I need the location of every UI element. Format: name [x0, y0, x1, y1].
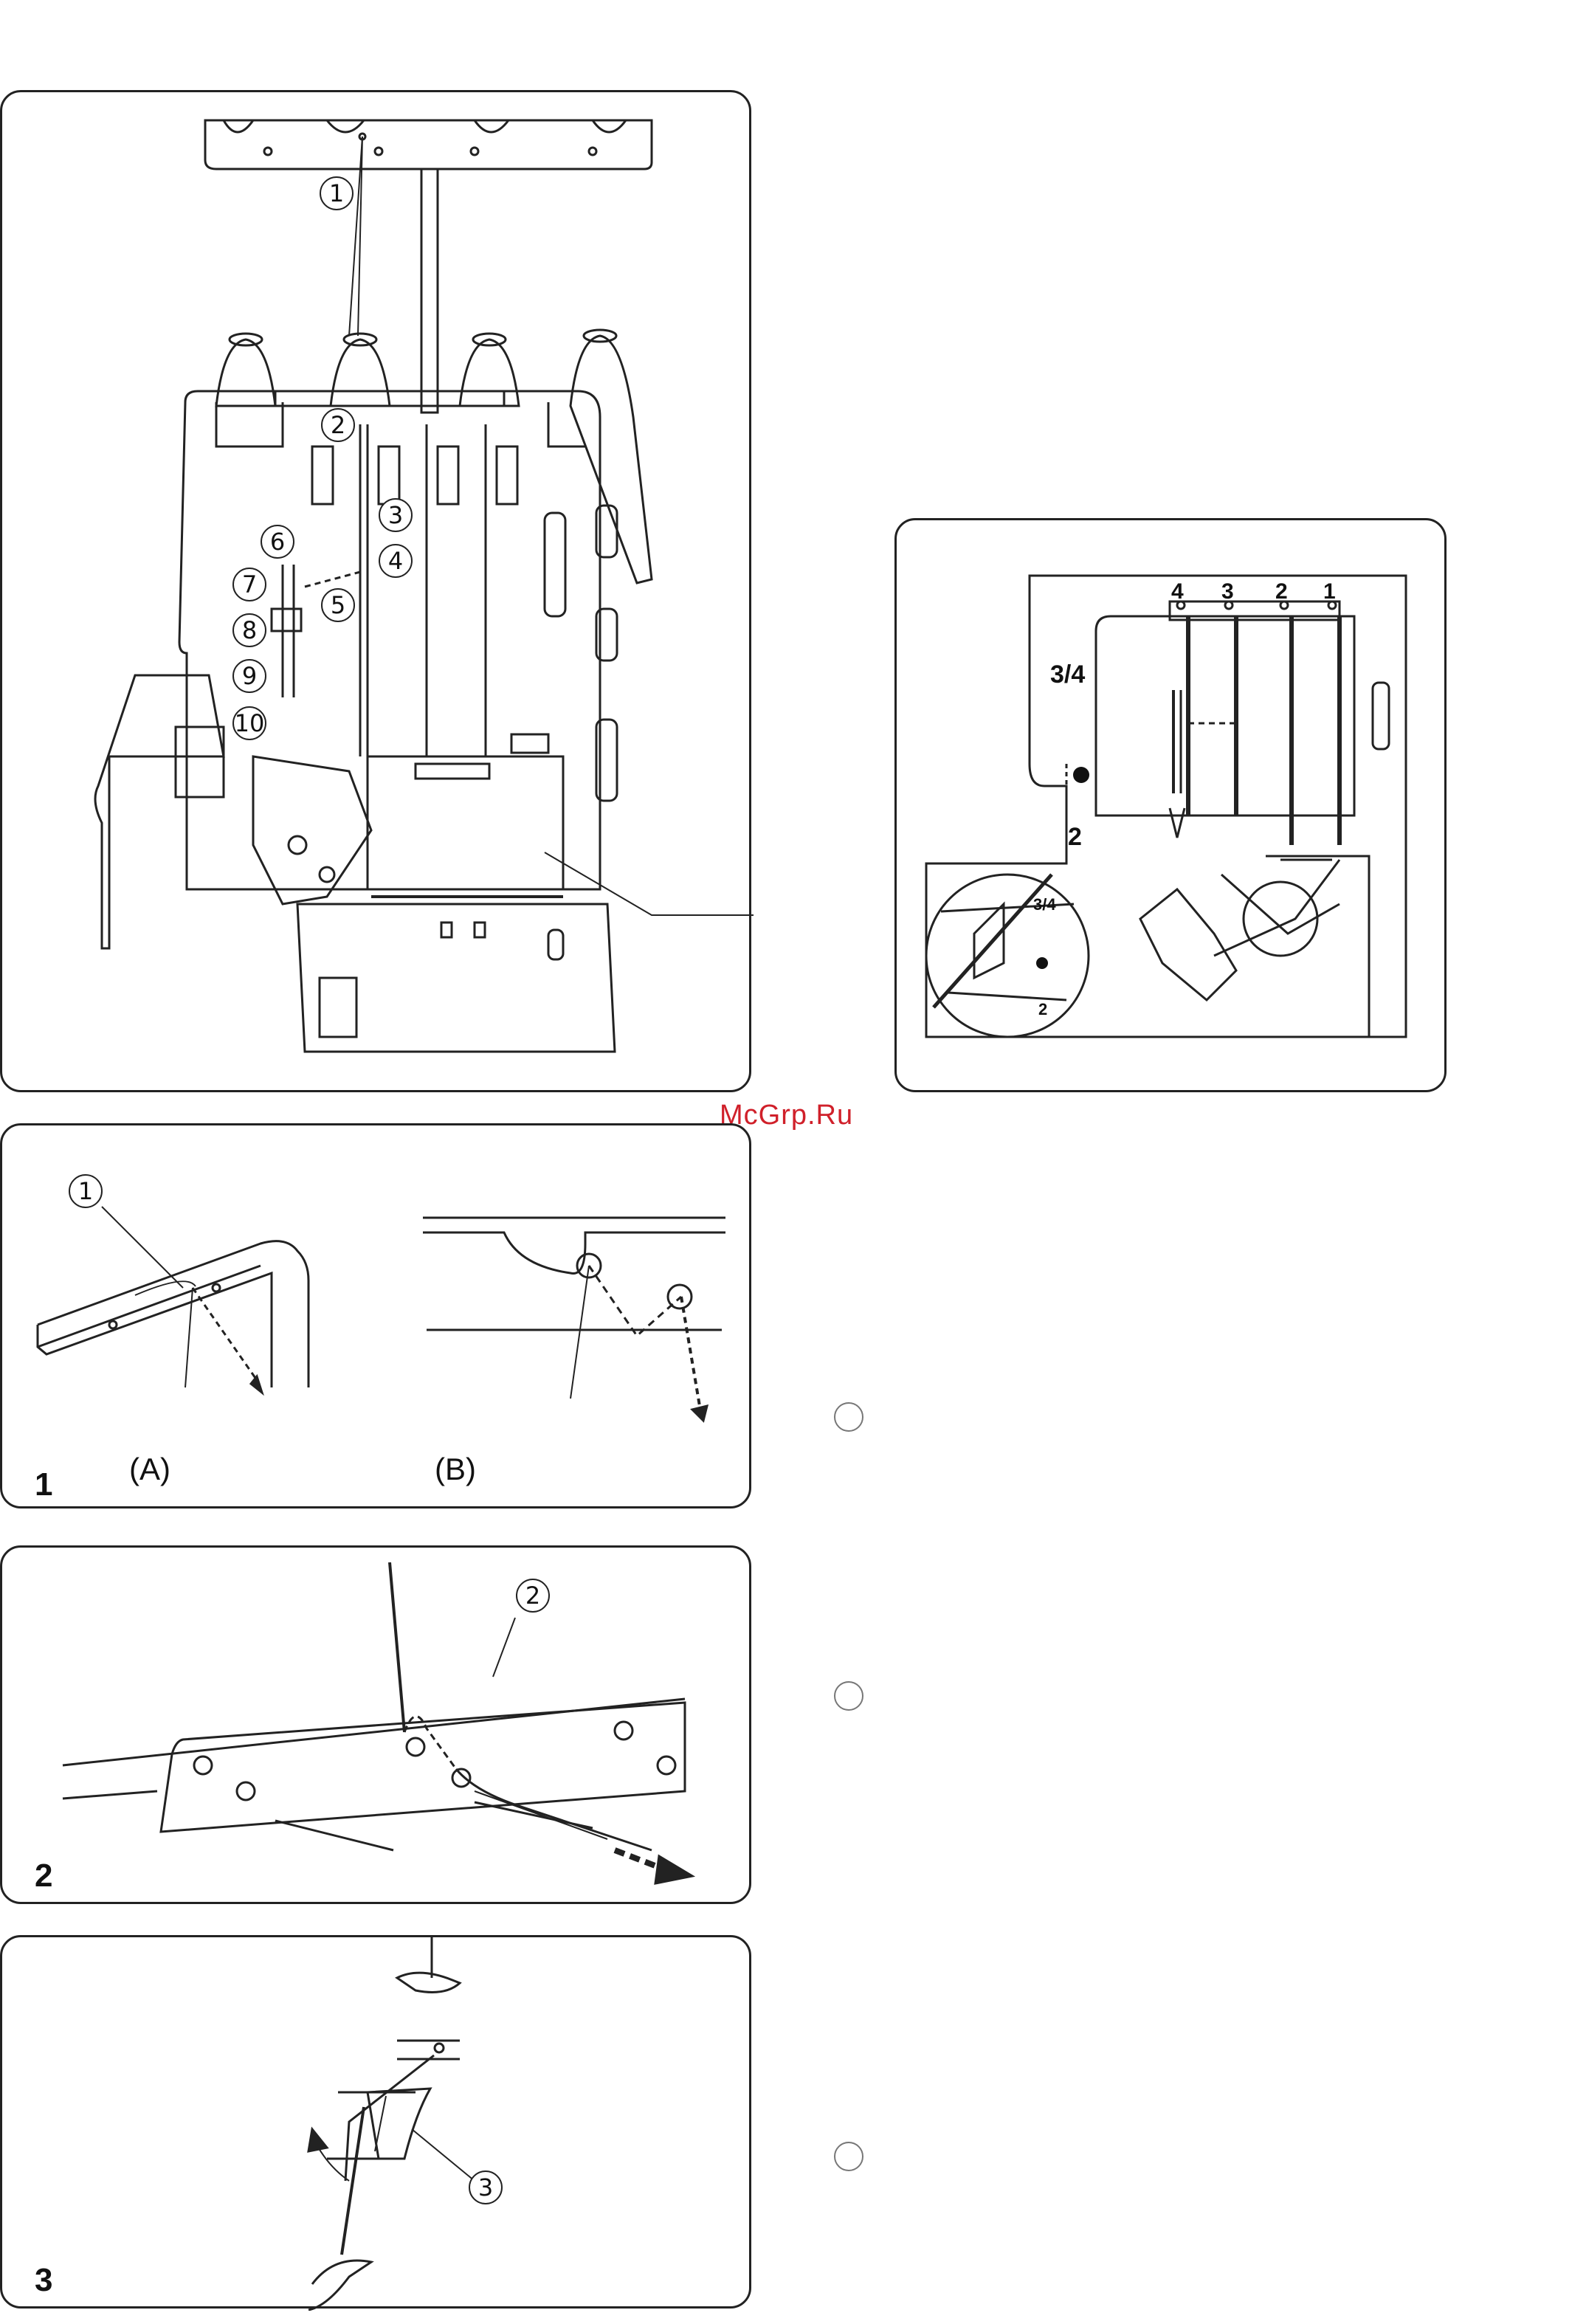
callout-6: 6: [261, 525, 294, 559]
main-threading-diagram-panel: 1 2 3 4 5 6 7 8 9 10: [0, 90, 751, 1092]
step-3-number: 3: [35, 2262, 52, 2299]
step-1-thread-guide-illustration: [2, 1125, 754, 1511]
step-2-number: 2: [35, 1858, 52, 1894]
step-3-tension-dial-illustration: [2, 1937, 754, 2311]
step-2-thread-guide-illustration: [2, 1548, 754, 1906]
callout-10: 10: [232, 706, 266, 740]
callout-7: 7: [232, 568, 266, 601]
looper-label-2: 2: [1068, 823, 1082, 852]
step-1-bullet-circle: [834, 1402, 863, 1432]
callout-4: 4: [379, 544, 413, 578]
step-3-bullet-circle: [834, 2142, 863, 2171]
step-1-label-a: (A): [129, 1452, 170, 1487]
detail-thread-guide-panel: 4 3 2 1 3/4 2 3/4 2: [894, 518, 1447, 1092]
step-1-label-b: (B): [435, 1452, 476, 1487]
callout-1: 1: [320, 176, 354, 210]
inset-label-2: 2: [1038, 1000, 1047, 1019]
inset-label-3-4: 3/4: [1033, 895, 1056, 914]
looper-label-3-4: 3/4: [1050, 661, 1085, 689]
step-1-number: 1: [35, 1466, 52, 1503]
callout-3: 3: [379, 498, 413, 532]
step-3-callout-3: 3: [469, 2170, 503, 2204]
thread-number-1: 1: [1323, 579, 1336, 604]
callout-2: 2: [321, 408, 355, 442]
thread-number-3: 3: [1221, 579, 1234, 604]
step-3-panel: 3 3: [0, 1935, 751, 2309]
thread-guide-detail-illustration: [897, 520, 1449, 1094]
callout-9: 9: [232, 659, 266, 693]
thread-number-4: 4: [1171, 579, 1184, 604]
callout-8: 8: [232, 613, 266, 647]
thread-number-2: 2: [1275, 579, 1288, 604]
step-1-callout-1: 1: [69, 1174, 103, 1208]
step-1-panel: 1 (A) (B) 1: [0, 1123, 751, 1508]
step-2-callout-2: 2: [516, 1579, 550, 1613]
overlock-machine-illustration: [2, 92, 754, 1094]
step-2-panel: 2 2: [0, 1545, 751, 1904]
step-2-bullet-circle: [834, 1681, 863, 1711]
callout-5: 5: [321, 588, 355, 622]
